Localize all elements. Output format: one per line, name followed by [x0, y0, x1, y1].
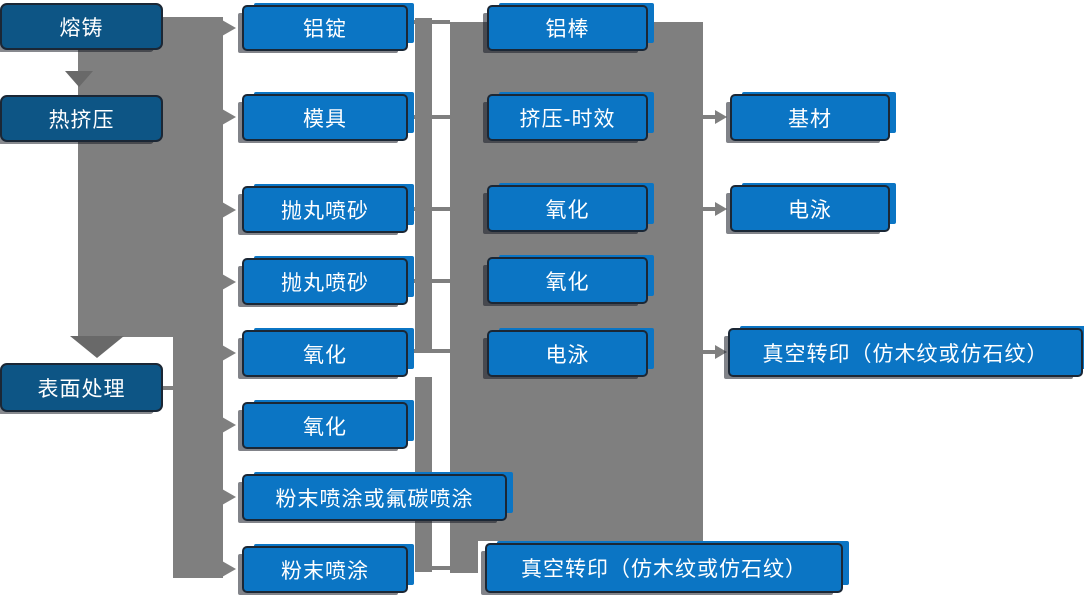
- arrow-line-to-electrophoresis: [703, 207, 716, 211]
- block-bottom-strip: [450, 541, 478, 573]
- line-row5: [408, 349, 450, 353]
- node-oxidation-1: 氧化: [242, 330, 408, 377]
- arrowhead-to-powder: [222, 561, 236, 577]
- node-electrophoresis-2: 电泳: [730, 185, 890, 232]
- arrowhead-to-powder-fluoro: [222, 489, 236, 505]
- node-surface-treatment: 表面处理: [0, 363, 163, 412]
- node-aluminum-rod: 铝棒: [487, 5, 648, 51]
- line-row4: [408, 279, 450, 283]
- line-row3: [408, 207, 450, 211]
- node-vacuum-transfer-bottom: 真空转印（仿木纹或仿石纹）: [485, 543, 843, 593]
- arrowhead-to-al-ingot: [222, 20, 236, 36]
- node-oxidation-2: 氧化: [242, 402, 408, 449]
- band-left-lower: [173, 337, 223, 578]
- arrowhead-to-electrophoresis: [715, 202, 727, 216]
- node-powder-or-fluorocarbon-coating: 粉末喷涂或氟碳喷涂: [242, 474, 507, 521]
- node-melt-casting: 熔铸: [0, 3, 163, 50]
- arrowhead-to-shotblast-1: [222, 202, 236, 218]
- arrow-line-to-base-material: [703, 115, 716, 119]
- stub-surface-treatment: [163, 386, 175, 390]
- arrowhead-to-oxidation-1: [222, 345, 236, 361]
- node-extrusion-aging: 挤压-时效: [487, 94, 648, 141]
- line-bottom: [432, 566, 450, 570]
- line-row1: [408, 20, 450, 24]
- node-powder-coating: 粉末喷涂: [242, 546, 408, 593]
- node-shot-blasting-2: 抛丸喷砂: [242, 258, 408, 305]
- node-mold: 模具: [242, 94, 408, 141]
- node-shot-blasting-1: 抛丸喷砂: [242, 186, 408, 233]
- node-vacuum-transfer-right: 真空转印（仿木纹或仿石纹）: [728, 328, 1083, 377]
- arrow-line-to-vacuum-transfer: [703, 350, 716, 354]
- bar-mid-upper: [415, 18, 432, 353]
- arrowhead-to-base-material: [715, 110, 727, 124]
- arrowhead-to-vacuum-transfer: [715, 345, 727, 359]
- line-row2: [408, 115, 450, 119]
- down-arrow-to-surface-treatment: [70, 336, 124, 358]
- node-oxidation-3: 氧化: [487, 185, 648, 232]
- arrowhead-to-oxidation-2: [222, 417, 236, 433]
- node-aluminum-ingot: 铝锭: [242, 5, 408, 51]
- node-oxidation-4: 氧化: [487, 257, 648, 304]
- node-hot-extrusion: 热挤压: [0, 95, 163, 142]
- arrowhead-to-mold: [222, 109, 236, 125]
- band-left-wide: [78, 17, 223, 337]
- node-base-material: 基材: [730, 94, 890, 141]
- node-electrophoresis-1: 电泳: [487, 330, 648, 377]
- down-arrow-to-hot-extrusion: [65, 71, 93, 87]
- arrowhead-to-shotblast-2: [222, 274, 236, 290]
